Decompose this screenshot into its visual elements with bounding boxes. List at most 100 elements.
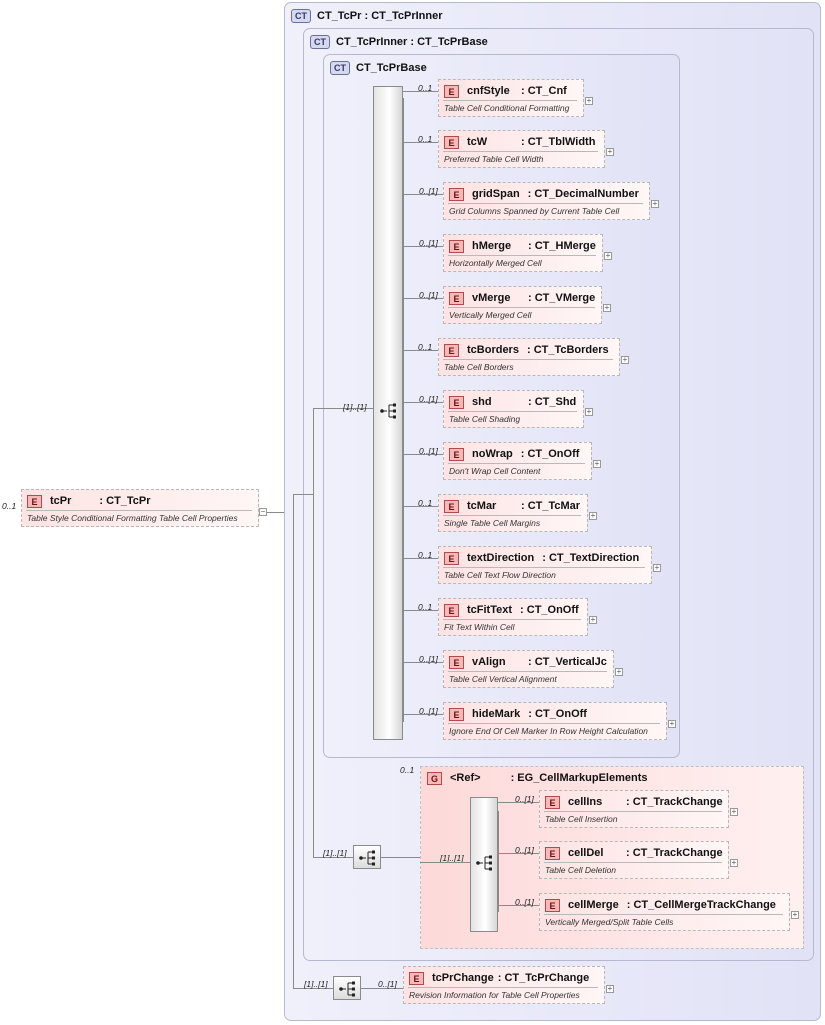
element-description: Don't Wrap Cell Content bbox=[449, 466, 541, 476]
expand-icon[interactable]: + bbox=[604, 251, 612, 260]
expand-icon[interactable]: + bbox=[621, 355, 629, 364]
occurrence-label: 0..[1] bbox=[419, 446, 438, 456]
occurrence-label: 0..[1] bbox=[419, 706, 438, 716]
element-badge: E bbox=[545, 898, 560, 912]
group-name: <Ref> bbox=[450, 772, 481, 784]
expand-icon[interactable]: + bbox=[668, 719, 676, 728]
occurrence-label: 0..1 bbox=[418, 134, 433, 144]
element-description: Horizontally Merged Cell bbox=[449, 258, 542, 268]
element-description: Ignore End Of Cell Marker In Row Height … bbox=[449, 726, 648, 736]
expand-icon[interactable]: + bbox=[615, 667, 623, 676]
expand-icon[interactable]: + bbox=[791, 910, 799, 919]
expand-icon[interactable]: + bbox=[589, 511, 597, 520]
element-type: : CT_OnOff bbox=[520, 448, 580, 460]
element-badge: E bbox=[449, 187, 464, 201]
element-badge: E bbox=[449, 239, 464, 253]
sequence-compositor[interactable] bbox=[333, 976, 361, 1000]
element-type: : CT_TcMar bbox=[521, 500, 581, 512]
complex-type-title: CT_TcPrBase bbox=[356, 62, 427, 74]
occurrence-label: 0..[1] bbox=[419, 290, 438, 300]
sequence-icon bbox=[380, 403, 396, 419]
element-badge: E bbox=[545, 846, 560, 860]
occurrence-label: 0..[1] bbox=[419, 394, 438, 404]
expand-icon[interactable]: + bbox=[589, 615, 597, 624]
occurrence-label: 0..[1] bbox=[419, 186, 438, 196]
element-description: Table Cell Deletion bbox=[545, 865, 617, 875]
element-description: Vertically Merged Cell bbox=[449, 310, 532, 320]
occurrence-label: 0..1 bbox=[418, 602, 433, 612]
element-name: tcMar bbox=[467, 500, 497, 512]
element-name: hideMark bbox=[472, 708, 521, 720]
element-type: : CT_DecimalNumber bbox=[527, 188, 639, 200]
expand-icon[interactable]: + bbox=[606, 147, 614, 156]
sequence-compositor[interactable] bbox=[470, 797, 498, 932]
element-description: Revision Information for Table Cell Prop… bbox=[409, 990, 580, 1000]
element-type: : CT_Shd bbox=[528, 396, 577, 408]
complex-type-icon: CT bbox=[330, 61, 350, 75]
expand-icon[interactable]: + bbox=[585, 407, 593, 416]
element-description: Table Cell Shading bbox=[449, 414, 521, 424]
expand-icon[interactable]: + bbox=[585, 96, 593, 105]
expand-icon[interactable]: + bbox=[653, 563, 661, 572]
element-description: Table Cell Text Flow Direction bbox=[444, 570, 556, 580]
sequence-icon bbox=[476, 855, 492, 871]
element-name: cellIns bbox=[568, 796, 603, 808]
element-type: : CT_VerticalJc bbox=[528, 656, 607, 668]
expand-icon[interactable]: + bbox=[651, 199, 659, 208]
occurrence-label: 0..1 bbox=[418, 83, 433, 93]
element-badge: E bbox=[444, 343, 459, 357]
element-name: gridSpan bbox=[472, 188, 520, 200]
element-badge: E bbox=[444, 551, 459, 565]
element-badge: E bbox=[27, 494, 42, 508]
element-name: tcFitText bbox=[467, 604, 513, 616]
element-description: Fit Text Within Cell bbox=[444, 622, 515, 632]
expand-icon[interactable]: + bbox=[730, 858, 738, 867]
element-description: Table Cell Insertion bbox=[545, 814, 618, 824]
element-badge: E bbox=[444, 603, 459, 617]
complex-type-title: CT_TcPr : CT_TcPrInner bbox=[317, 10, 443, 22]
occurrence-label: [1]..[1] bbox=[440, 853, 464, 863]
element-description: Table Style Conditional Formatting Table… bbox=[27, 513, 238, 523]
expand-icon[interactable]: + bbox=[603, 303, 611, 312]
occurrence-label: [1]..[1] bbox=[343, 402, 367, 412]
element-type: : CT_CellMergeTrackChange bbox=[626, 899, 776, 911]
element-badge: E bbox=[449, 395, 464, 409]
sequence-compositor[interactable] bbox=[353, 845, 381, 869]
element-type: : CT_TcPr bbox=[99, 495, 151, 507]
occurrence-label: 0..[1] bbox=[419, 238, 438, 248]
element-type: : CT_TrackChange bbox=[626, 847, 723, 859]
element-badge: E bbox=[449, 655, 464, 669]
element-type: : CT_TrackChange bbox=[626, 796, 723, 808]
element-badge: E bbox=[449, 447, 464, 461]
element-type: : CT_VMerge bbox=[528, 292, 596, 304]
element-description: Grid Columns Spanned by Current Table Ce… bbox=[449, 206, 620, 216]
expand-icon[interactable]: + bbox=[593, 459, 601, 468]
element-description: Table Cell Borders bbox=[444, 362, 514, 372]
expand-icon[interactable]: + bbox=[606, 984, 614, 993]
element-name: vAlign bbox=[472, 656, 506, 668]
element-name: noWrap bbox=[472, 448, 513, 460]
collapse-icon[interactable]: − bbox=[259, 507, 267, 516]
sequence-compositor[interactable] bbox=[373, 86, 403, 740]
expand-icon[interactable]: + bbox=[730, 807, 738, 816]
sequence-icon bbox=[339, 981, 355, 997]
element-type: : CT_TextDirection bbox=[542, 552, 640, 564]
